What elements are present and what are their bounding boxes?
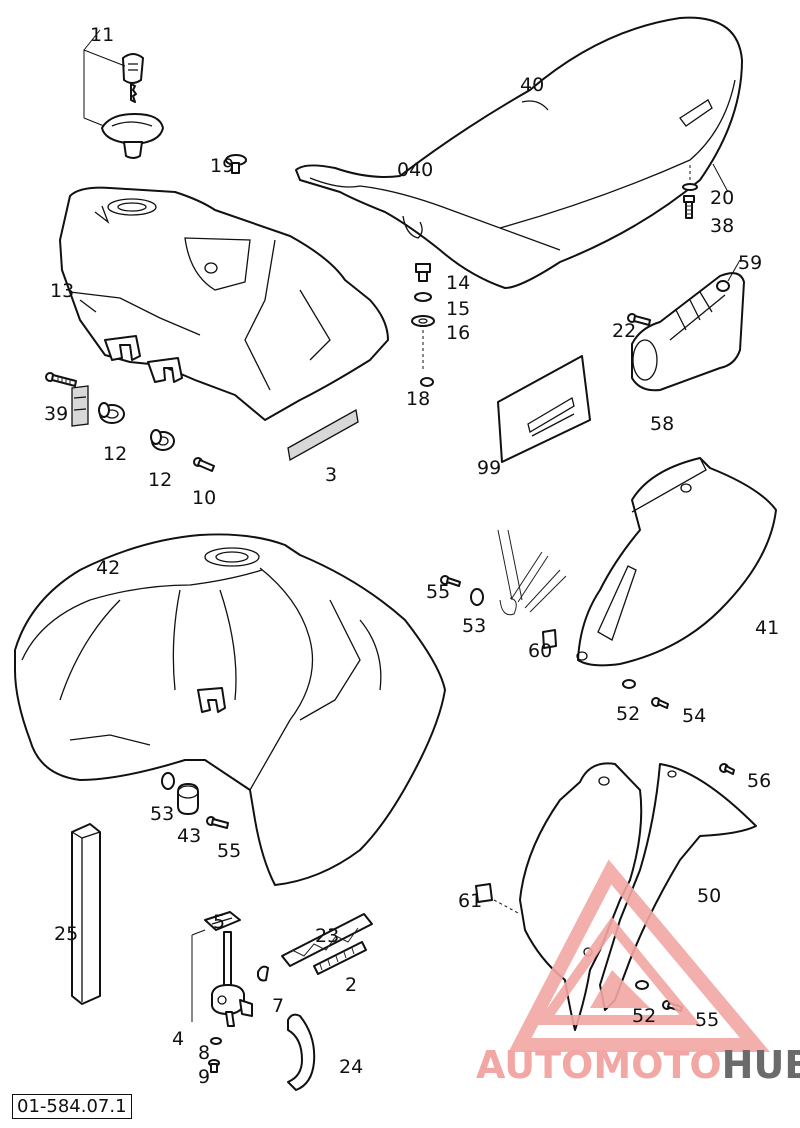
callout-8: 8 bbox=[198, 1042, 210, 1064]
callout-11: 11 bbox=[90, 24, 114, 46]
callout-43: 43 bbox=[177, 825, 201, 847]
callout-5: 5 bbox=[213, 911, 225, 933]
callout-42: 42 bbox=[96, 557, 120, 579]
fuel-tap-part-4 bbox=[211, 931, 253, 1027]
callout-4: 4 bbox=[172, 1028, 184, 1050]
bolt-part-39 bbox=[45, 372, 77, 387]
bracket-part-39 bbox=[71, 385, 89, 427]
callout-54: 54 bbox=[682, 705, 706, 727]
callout-22: 22 bbox=[612, 320, 636, 342]
callout-7: 7 bbox=[272, 995, 284, 1017]
side-cover-part-41 bbox=[576, 457, 777, 667]
screw-part-54 bbox=[651, 697, 669, 709]
callout-55c: 55 bbox=[695, 1009, 719, 1031]
washer-part-15 bbox=[414, 292, 432, 302]
callout-55b: 55 bbox=[217, 840, 241, 862]
bolt-part-14 bbox=[415, 263, 431, 282]
callout-10: 10 bbox=[192, 487, 216, 509]
callout-38: 38 bbox=[710, 215, 734, 237]
clamp-part-7 bbox=[257, 965, 269, 982]
bolt-part-38 bbox=[683, 195, 695, 219]
washer-part-16 bbox=[411, 315, 435, 327]
callout-52b: 52 bbox=[632, 1005, 656, 1027]
callout-58: 58 bbox=[650, 413, 674, 435]
watermark-text-part2: HUB bbox=[722, 1043, 800, 1087]
nut-part-18 bbox=[420, 377, 434, 387]
callout-12b: 12 bbox=[148, 469, 172, 491]
callout-53b: 53 bbox=[150, 803, 174, 825]
screw-part-19 bbox=[225, 154, 247, 174]
hose-part-2 bbox=[313, 941, 367, 975]
washer-part-20 bbox=[682, 183, 698, 191]
callout-50: 50 bbox=[697, 885, 721, 907]
clip-part-5 bbox=[204, 911, 241, 931]
strip-part-3 bbox=[287, 408, 359, 462]
screw-part-56 bbox=[719, 763, 735, 775]
callout-19: 19 bbox=[210, 155, 234, 177]
clip-part-61 bbox=[475, 883, 521, 915]
callout-24: 24 bbox=[339, 1056, 363, 1078]
nut-part-53b bbox=[161, 772, 175, 790]
screw-part-9 bbox=[208, 1059, 220, 1073]
callout-39: 39 bbox=[44, 403, 68, 425]
tool-bag-part-58 bbox=[631, 272, 745, 392]
callout-040: 040 bbox=[397, 159, 433, 181]
watermark-text: AUTOMOTOHUB bbox=[476, 1043, 800, 1087]
bolt-part-10 bbox=[193, 457, 215, 472]
callout-25: 25 bbox=[54, 923, 78, 945]
strap-part-59 bbox=[716, 259, 741, 292]
watermark-logo bbox=[508, 859, 771, 1052]
nut-part-53a bbox=[470, 588, 484, 606]
watermark-text-part1: AUTOMOTO bbox=[476, 1043, 722, 1087]
strip-part-25 bbox=[71, 823, 101, 1005]
seat-part-40 bbox=[295, 16, 743, 289]
reference-code: 01-584.07.1 bbox=[12, 1094, 132, 1119]
frame-sketch bbox=[497, 529, 567, 616]
callout-41: 41 bbox=[755, 617, 779, 639]
grommet-part-12a bbox=[98, 402, 125, 424]
oring-part-8 bbox=[210, 1037, 222, 1045]
callout-99: 99 bbox=[477, 457, 501, 479]
screw-part-22 bbox=[627, 313, 651, 326]
callout-60: 60 bbox=[528, 640, 552, 662]
fuel-cap-part-11 bbox=[101, 113, 164, 159]
callout-18: 18 bbox=[406, 388, 430, 410]
tank-shroud-part-42 bbox=[14, 533, 446, 886]
callout-9: 9 bbox=[198, 1066, 210, 1088]
callout-13: 13 bbox=[50, 280, 74, 302]
callout-61: 61 bbox=[458, 890, 482, 912]
clip-part-60 bbox=[542, 629, 557, 649]
callout-59: 59 bbox=[738, 252, 762, 274]
callout-15: 15 bbox=[446, 298, 470, 320]
callout-56: 56 bbox=[747, 770, 771, 792]
hose-part-24 bbox=[287, 1013, 316, 1091]
callout-3: 3 bbox=[325, 464, 337, 486]
washer-part-52b bbox=[635, 980, 649, 990]
bolt-part-55b bbox=[206, 816, 229, 829]
callout-52a: 52 bbox=[616, 703, 640, 725]
screw-part-55a bbox=[440, 575, 461, 587]
decal-part-99 bbox=[497, 355, 591, 463]
callout-40: 40 bbox=[520, 74, 544, 96]
callout-53a: 53 bbox=[462, 615, 486, 637]
hose-part-23 bbox=[281, 913, 373, 967]
grommet-part-12b bbox=[150, 429, 175, 451]
callout-2: 2 bbox=[345, 974, 357, 996]
washer-part-52a bbox=[622, 679, 636, 689]
key-part-11 bbox=[122, 53, 144, 103]
callout-23: 23 bbox=[315, 925, 339, 947]
callout-16: 16 bbox=[446, 322, 470, 344]
fuel-tank-part-13 bbox=[59, 186, 389, 421]
spacer-part-43 bbox=[177, 783, 199, 815]
callout-55a: 55 bbox=[426, 581, 450, 603]
callout-12a: 12 bbox=[103, 443, 127, 465]
callout-20: 20 bbox=[710, 187, 734, 209]
callout-14: 14 bbox=[446, 272, 470, 294]
